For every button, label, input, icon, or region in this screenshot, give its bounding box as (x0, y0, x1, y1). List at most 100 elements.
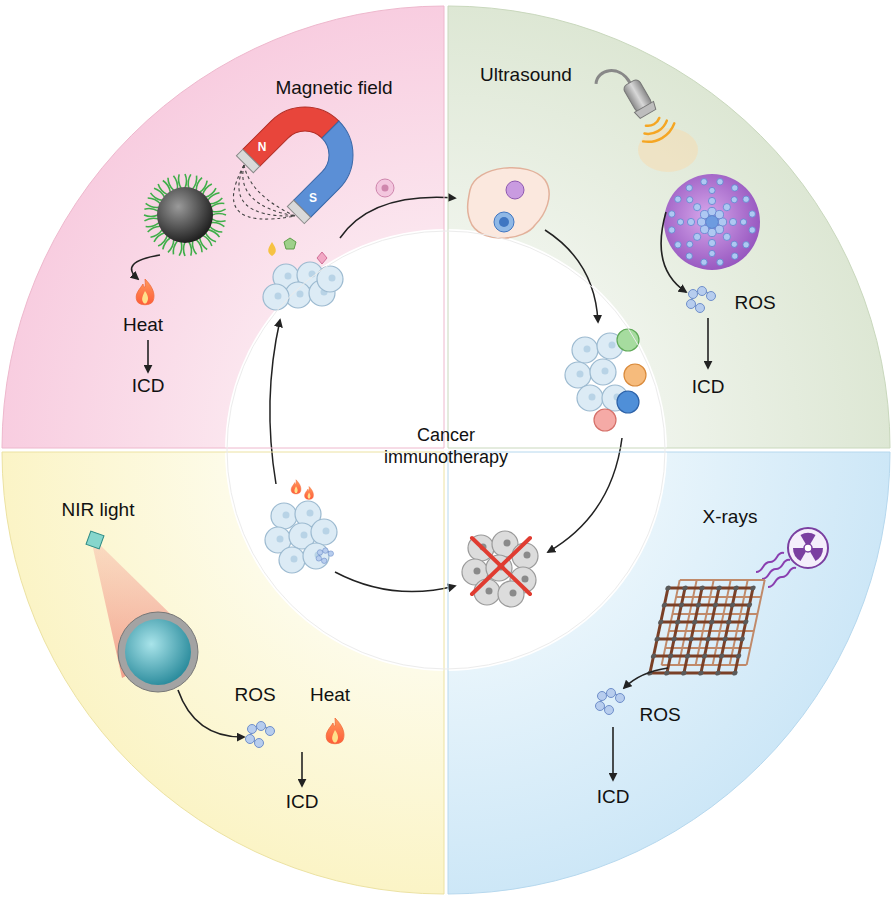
process-arrow (132, 255, 160, 279)
antigen-presenting-cell (376, 179, 394, 197)
polymer-coating (208, 193, 220, 201)
polymer-coating (158, 235, 167, 246)
tumor-cells (584, 346, 591, 353)
polymer-coating (203, 184, 212, 195)
particle-payload (708, 239, 715, 246)
mof-lattice (681, 670, 687, 675)
polymer-coating (163, 238, 171, 250)
mof-lattice (664, 670, 670, 675)
particle-payload (715, 210, 723, 218)
text-holder: Ultrasound (480, 64, 572, 87)
tumor-cells (510, 590, 517, 597)
polymer-coating (203, 235, 212, 246)
tumor-cells (609, 342, 616, 349)
circle-outline (227, 231, 665, 669)
particle-payload (715, 225, 723, 233)
mof-lattice (680, 579, 765, 581)
horseshoe-magnet (287, 200, 310, 223)
particle-payload (718, 218, 726, 226)
process-arrow (612, 727, 614, 780)
polymer-coating (144, 215, 158, 217)
tumor-cells (277, 536, 284, 543)
mof-lattice (667, 588, 685, 673)
text-holder: X-rays (703, 506, 758, 529)
label-holder: ROS (639, 704, 680, 727)
dead-mark (472, 538, 530, 594)
process-arrow (661, 212, 686, 292)
label-holder: ICD (286, 791, 319, 814)
process-arrow (147, 340, 149, 372)
x-ray-waves (756, 553, 784, 572)
mof-lattice (654, 636, 660, 641)
mof-lattice (684, 653, 690, 658)
quadrant-panel: X-rays (447, 451, 893, 900)
cycle-arrows (270, 197, 622, 591)
text-holder: Cancer immunotherapy (371, 425, 521, 468)
pole-letter: N (258, 140, 267, 154)
mof-lattice (667, 653, 673, 658)
tumor-cells (279, 547, 305, 573)
sector-outline (2, 452, 444, 894)
tumor-cells (589, 394, 596, 401)
tumor-cells (297, 291, 304, 298)
mof-lattice (705, 636, 711, 641)
cycle-arrows (335, 572, 455, 592)
label-holder: ICD (132, 375, 165, 398)
particle-payload (694, 233, 701, 240)
ros-molecule (316, 548, 333, 564)
particle-payload (743, 196, 749, 202)
ultrasound-probe (643, 123, 677, 147)
particle-payload (675, 242, 681, 248)
particle-payload (694, 204, 701, 211)
inner-disc (225, 229, 667, 671)
outcome-label: ICD (692, 376, 725, 399)
particle-payload (669, 179, 756, 266)
mof-lattice (650, 653, 656, 658)
label-holder: ROS (734, 292, 775, 315)
ultrasound-probe (634, 101, 657, 119)
particle-payload (717, 179, 723, 185)
mof-lattice (716, 585, 722, 590)
polymer-coating (192, 241, 196, 254)
particle-payload (731, 241, 737, 247)
sector-outline (0, 0, 445, 449)
mof-lattice (732, 670, 738, 675)
particle-payload (731, 197, 737, 203)
mof-lattice (654, 654, 739, 657)
tumor-cells (577, 371, 584, 378)
modality-heading: Magnetic field (275, 77, 392, 100)
radiation-symbol (791, 542, 811, 562)
polymer-coating (188, 174, 191, 188)
polymer-coating (151, 193, 163, 201)
sector-outline (2, 6, 444, 448)
tumor-cells (301, 532, 308, 539)
ultrasound-probe (646, 118, 661, 128)
polymer-coating (168, 178, 174, 191)
tumor-cells (474, 579, 500, 605)
tumor-cells (624, 364, 646, 386)
center-circle: Cancer immunotherapy (226, 230, 666, 670)
dead-mark (472, 538, 530, 594)
nanoparticle-core (125, 619, 191, 685)
horseshoe-magnet (236, 87, 372, 223)
mof-lattice (661, 602, 667, 607)
tumor-cells (565, 362, 591, 388)
label-holder: ROS (234, 684, 275, 707)
magnetic-nanoparticle (157, 187, 213, 243)
mof-lattice (698, 670, 704, 675)
antigen-presenting-cell (376, 179, 394, 197)
tumor-cells (323, 528, 330, 535)
particle-payload (732, 253, 738, 259)
mof-lattice (671, 636, 677, 641)
mof-lattice (657, 637, 742, 640)
polymer-coating (179, 174, 182, 188)
tumor-cells (283, 512, 290, 519)
tumor-cells (291, 556, 298, 563)
mof-lattice (735, 653, 741, 658)
ros-molecule (596, 689, 625, 715)
antigens (284, 238, 296, 249)
tumor-cells (275, 293, 282, 300)
polymer-coating (146, 203, 159, 207)
tumor-cells (311, 519, 337, 545)
